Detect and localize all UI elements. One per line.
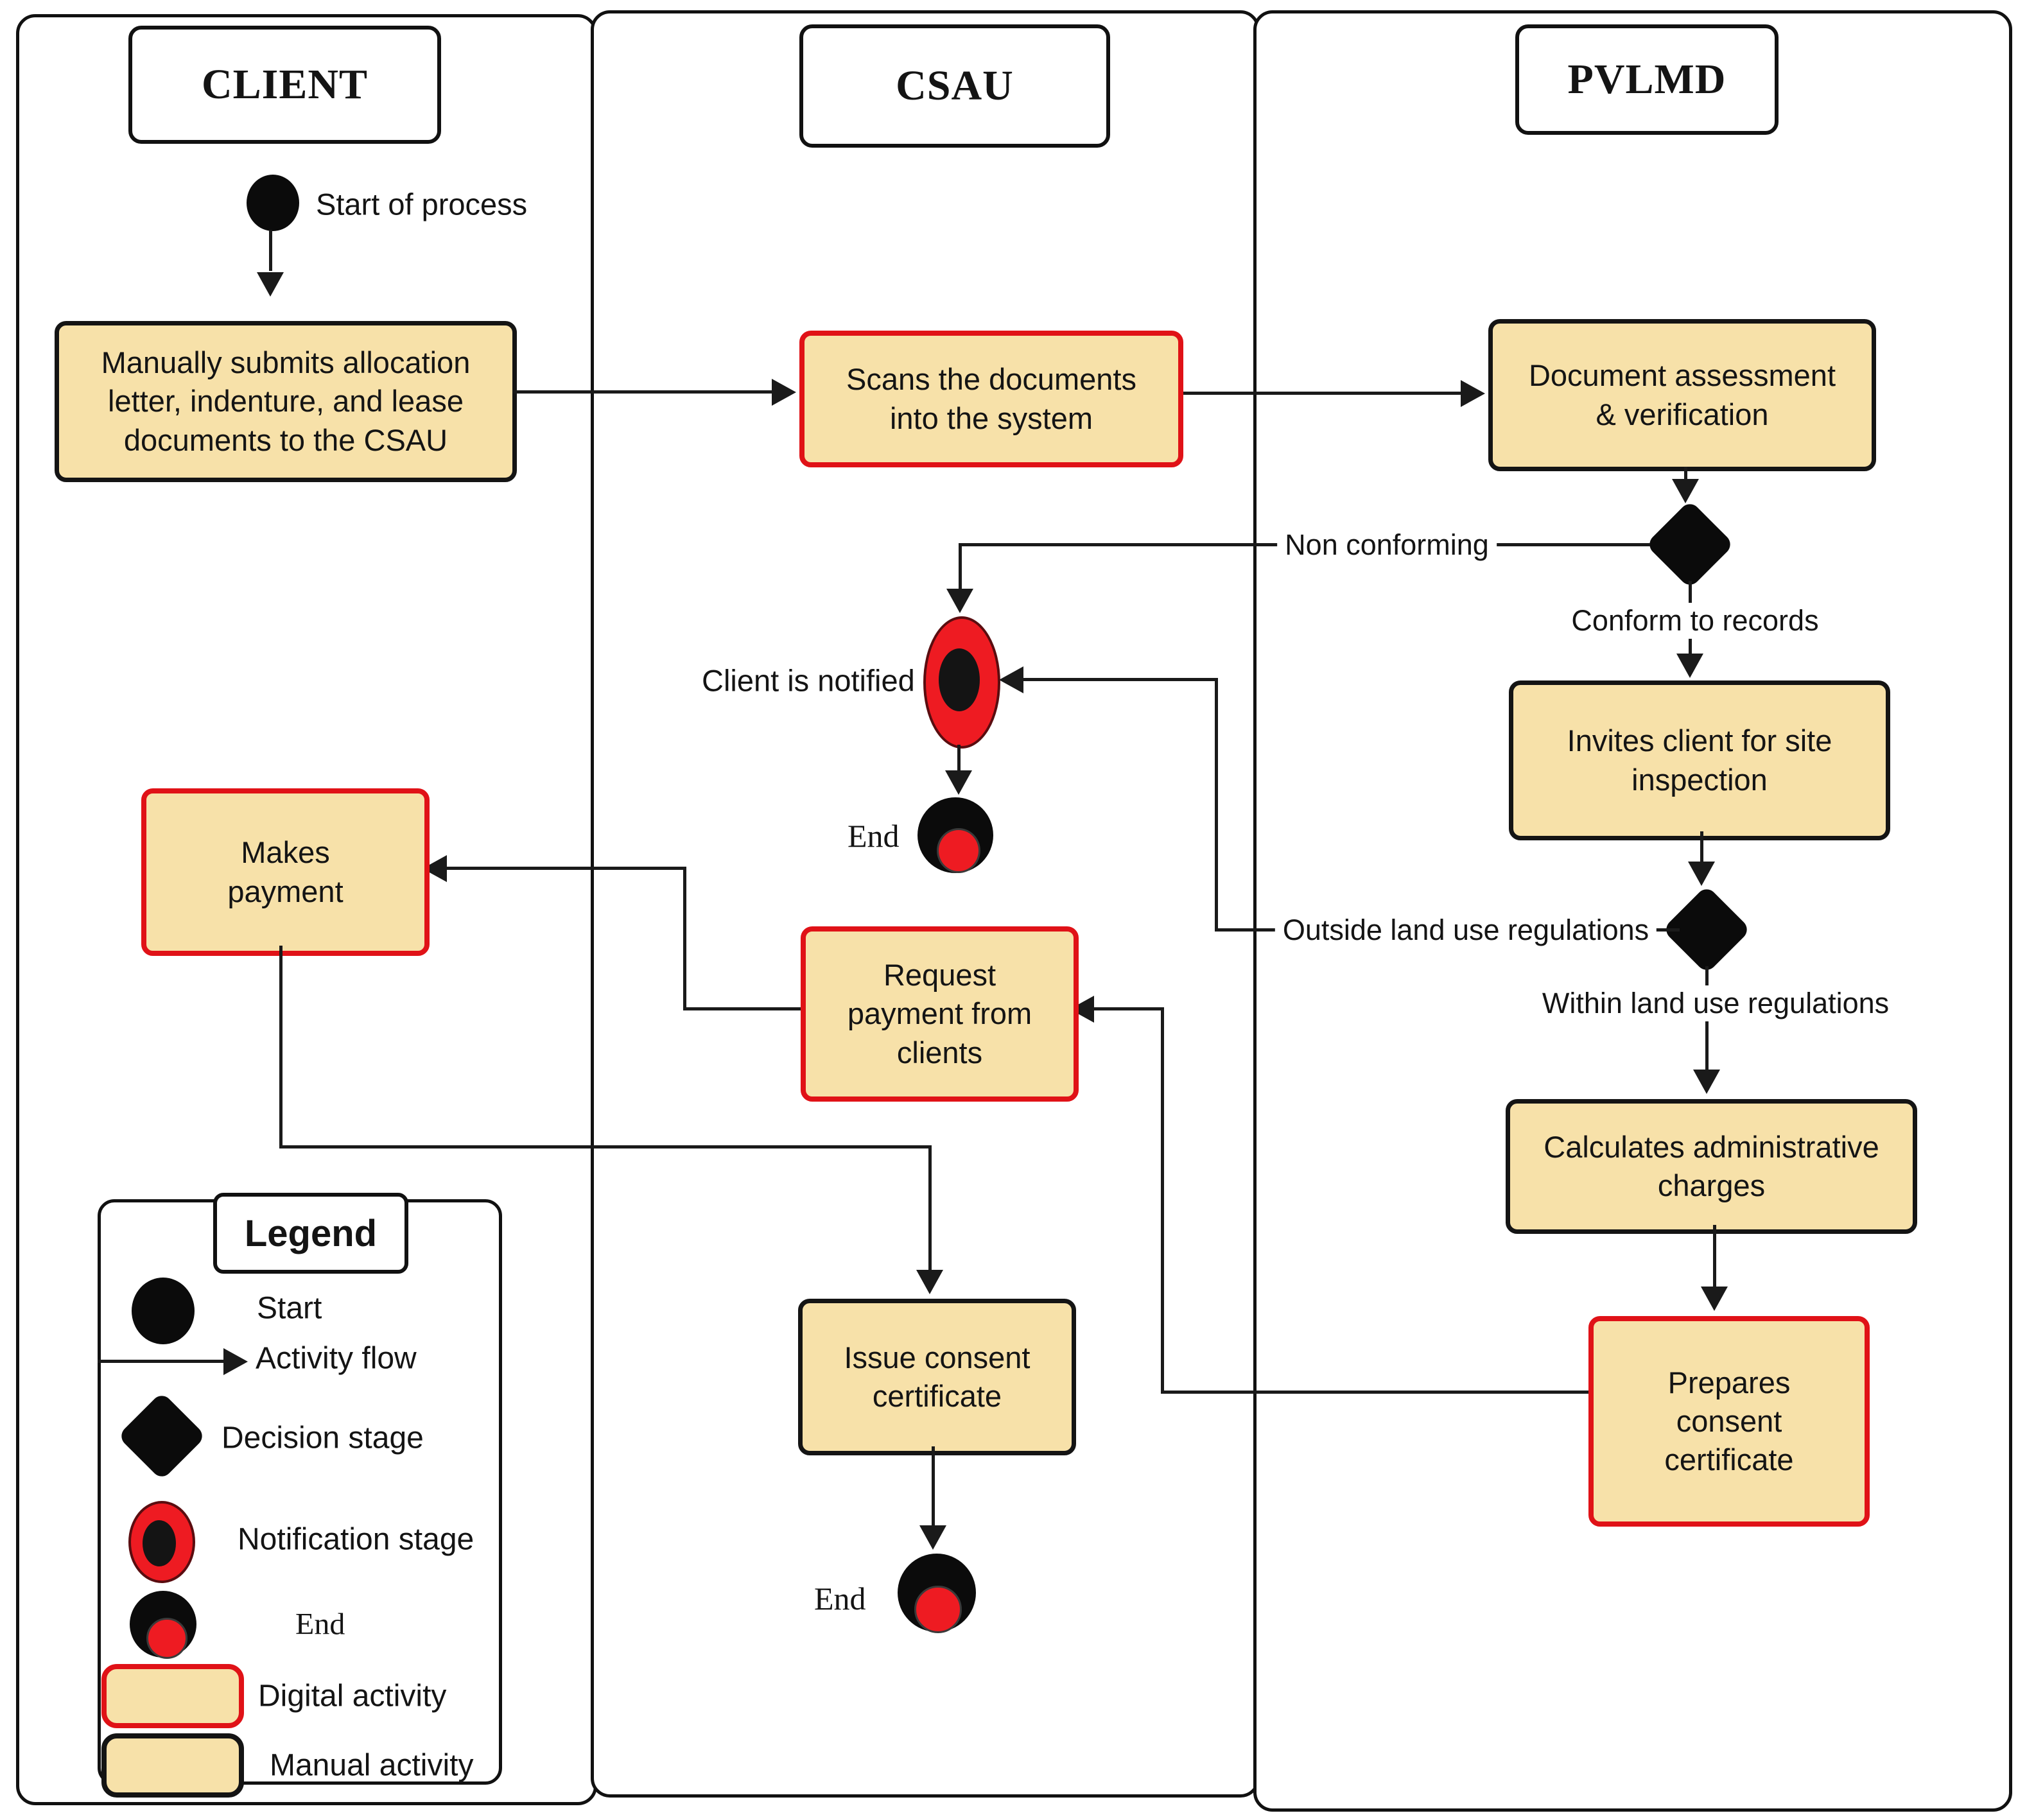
connector	[446, 867, 686, 870]
connector	[683, 867, 686, 1010]
arrow-icon	[999, 666, 1023, 693]
connector	[928, 1145, 932, 1271]
activity-flow-icon	[98, 1360, 223, 1363]
arrow-icon	[946, 589, 973, 613]
legend-item-label: Digital activity	[258, 1679, 447, 1713]
connector	[957, 745, 961, 772]
start-node-label: Start of process	[316, 187, 528, 221]
arrow-icon	[1676, 654, 1703, 678]
edge-label-conform: Conform to records	[1563, 603, 1827, 639]
connector	[1161, 1007, 1164, 1394]
connector	[684, 1007, 801, 1010]
legend-title-label: Legend	[244, 1212, 378, 1254]
connector	[1700, 831, 1703, 863]
lane-header-client-label: CLIENT	[201, 61, 369, 108]
arrow-icon	[772, 379, 796, 406]
arrow-icon	[1693, 1070, 1720, 1094]
node-request-payment: Request payment from clients	[801, 926, 1079, 1102]
arrow-icon	[919, 1525, 946, 1550]
connector	[279, 1145, 932, 1148]
connector	[959, 543, 962, 589]
node-submit-docs: Manually submits allocation letter, inde…	[55, 321, 517, 482]
edge-label-within: Within land use regulations	[1534, 985, 1897, 1021]
legend-item-label: Manual activity	[270, 1748, 474, 1783]
node-prepare-certificate: Prepares consent certificate	[1588, 1316, 1870, 1527]
lane-header-pvlmd: PVLMD	[1515, 24, 1779, 135]
node-issue-certificate: Issue consent certificate	[798, 1299, 1076, 1455]
lane-pvlmd	[1253, 10, 2012, 1812]
lane-header-csau: CSAU	[799, 24, 1110, 148]
node-end-after-notify-label: End	[848, 818, 900, 854]
edge-label-non-conforming: Non conforming	[1277, 527, 1497, 563]
end-icon-core	[146, 1618, 187, 1659]
legend-item-label: Start	[257, 1291, 322, 1326]
node-issue-certificate-label: Issue consent certificate	[844, 1340, 1031, 1413]
notification-icon-core	[143, 1520, 176, 1566]
connector	[269, 230, 272, 271]
legend-item-label: Decision stage	[222, 1421, 424, 1455]
legend-item-label: Notification stage	[238, 1522, 474, 1557]
legend-item-label: Activity flow	[256, 1341, 417, 1376]
node-end-after-notify-icon-core	[937, 828, 980, 873]
arrow-icon	[257, 272, 284, 297]
arrow-icon	[223, 1348, 248, 1375]
node-makes-payment: Makes payment	[141, 788, 430, 956]
node-invite-inspection-label: Invites client for site inspection	[1567, 724, 1832, 797]
connector	[1022, 678, 1218, 681]
node-calc-charges-label: Calculates administrative charges	[1544, 1129, 1879, 1202]
connector	[1162, 1391, 1588, 1394]
arrow-icon	[1688, 862, 1715, 886]
connector	[932, 1446, 935, 1527]
start-icon	[132, 1278, 195, 1344]
lane-header-client: CLIENT	[128, 26, 441, 144]
manual-activity-icon	[101, 1733, 244, 1798]
lane-header-pvlmd-label: PVLMD	[1567, 56, 1727, 103]
arrow-icon	[1672, 479, 1699, 503]
node-end-after-issue-label: End	[814, 1581, 866, 1616]
node-submit-docs-label: Manually submits allocation letter, inde…	[101, 345, 471, 457]
connector	[1215, 678, 1218, 932]
connector	[1684, 467, 1687, 481]
lane-csau	[591, 10, 1260, 1798]
connector	[279, 946, 283, 1148]
arrow-icon	[945, 770, 972, 795]
arrow-icon	[1461, 380, 1485, 407]
connector	[1713, 1225, 1716, 1288]
node-end-after-issue-icon-core	[914, 1586, 962, 1633]
connector	[1093, 1007, 1164, 1010]
edge-label-outside: Outside land use regulations	[1274, 912, 1657, 948]
node-prepare-certificate-label: Prepares consent certificate	[1664, 1365, 1794, 1477]
node-scan-docs: Scans the documents into the system	[799, 331, 1183, 467]
lane-header-csau-label: CSAU	[896, 62, 1014, 109]
start-node-icon	[247, 175, 299, 231]
legend-item-label: End	[295, 1607, 345, 1642]
node-doc-assessment-label: Document assessment & verification	[1528, 358, 1836, 431]
node-client-notified-label: Client is notified	[702, 663, 915, 698]
digital-activity-icon	[101, 1664, 244, 1728]
node-invite-inspection: Invites client for site inspection	[1509, 680, 1890, 840]
node-client-notified-icon-core	[939, 648, 980, 711]
node-calc-charges: Calculates administrative charges	[1506, 1099, 1917, 1234]
connector	[1183, 392, 1461, 395]
node-doc-assessment: Document assessment & verification	[1488, 319, 1876, 471]
node-request-payment-label: Request payment from clients	[847, 958, 1032, 1070]
node-makes-payment-label: Makes payment	[227, 835, 344, 908]
arrow-icon	[916, 1270, 943, 1294]
legend-title: Legend	[213, 1193, 408, 1274]
arrow-icon	[1701, 1287, 1728, 1311]
node-scan-docs-label: Scans the documents into the system	[846, 362, 1136, 435]
connector	[512, 390, 772, 394]
